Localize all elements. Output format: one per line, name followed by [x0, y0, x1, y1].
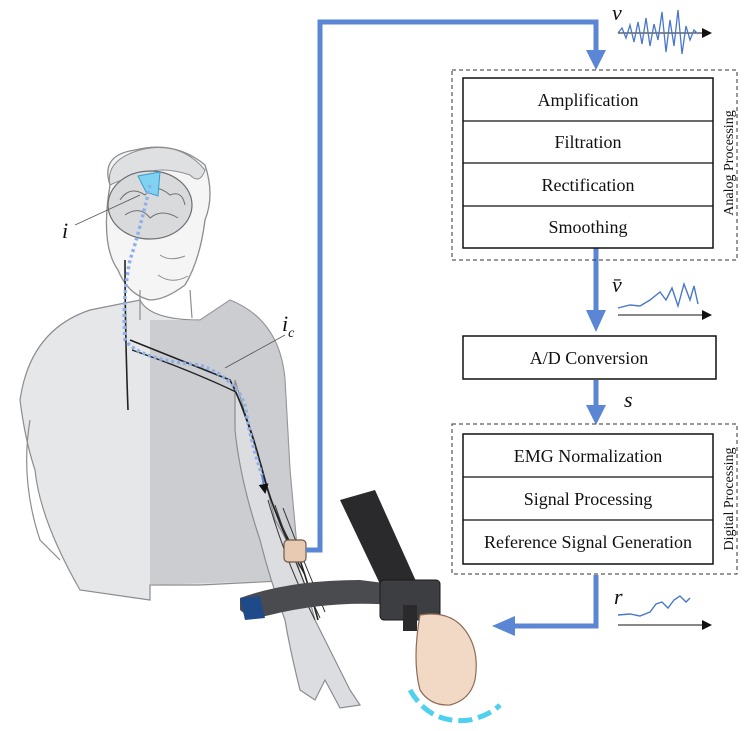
smoothed-signal-label: v̄	[612, 272, 622, 297]
amplification-block: Amplification	[538, 90, 639, 110]
ad-conversion-group: A/D Conversion	[462, 335, 717, 380]
signal-processing-block: Signal Processing	[524, 489, 653, 509]
digital-processing-group: EMG Normalization Signal Processing Refe…	[451, 423, 738, 575]
filtration-block: Filtration	[555, 132, 622, 152]
emg-sensor-icon	[283, 539, 307, 563]
rotation-arrow-icon	[407, 688, 502, 724]
analog-processing-label: Analog Processing	[722, 110, 737, 215]
flow-arrowheads	[492, 50, 606, 636]
signal-traces	[617, 9, 712, 630]
nerve-current-label: ic	[282, 311, 295, 341]
brain-icon	[107, 170, 193, 240]
brain-current-label: i	[62, 218, 68, 243]
smoothing-block: Smoothing	[548, 217, 627, 237]
variable-labels: v v̄ s r i ic	[62, 0, 633, 609]
human-figure-illustration	[19, 146, 362, 709]
rectification-block: Rectification	[542, 175, 635, 195]
digital-processing-label: Digital Processing	[722, 447, 737, 550]
emg-normalization-block: EMG Normalization	[514, 446, 662, 466]
analog-processing-group: Amplification Filtration Rectification S…	[451, 69, 738, 261]
digitized-signal-label: s	[624, 387, 633, 412]
arm-brace-device-icon	[240, 490, 502, 724]
ad-conversion-block: A/D Conversion	[530, 348, 649, 368]
reference-signal-label: r	[614, 584, 623, 609]
raw-signal-label: v	[612, 0, 622, 25]
reference-signal-generation-block: Reference Signal Generation	[484, 532, 692, 552]
